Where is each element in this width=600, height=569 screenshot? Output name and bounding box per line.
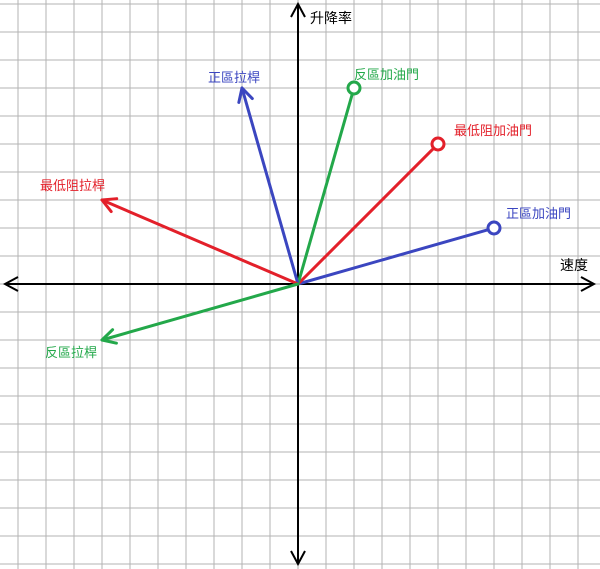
vector-line [296,92,354,286]
vector-arrowhead [237,86,254,104]
vector-label: 反區拉桿 [45,346,97,361]
vector-pos-throttle: 正區加油門 [296,207,571,286]
vector-label: 最低阻拉桿 [40,179,105,194]
vector-neg-throttle: 反區加油門 [296,68,419,286]
vector-end-circle [430,136,446,152]
vector-line [240,86,300,286]
vector-arrowhead [100,197,119,214]
vector-line [296,228,490,286]
vector-label: 反區加油門 [354,68,419,83]
vector-end-circle [346,80,362,96]
y-axis-label: 升降率 [310,10,352,27]
vector-end-circle [486,220,502,236]
vector-min-drag-throttle: 最低阻加油門 [296,124,532,286]
x-axis-right-arrowhead [580,276,597,292]
x-axis-left-arrowhead [2,276,19,292]
vector-line [100,282,300,342]
vector-label: 正區加油門 [506,207,571,222]
vector-line [296,146,436,286]
vector-line [100,198,300,286]
vector-pos-stick: 正區拉桿 [208,71,300,286]
vector-min-drag-stick: 最低阻拉桿 [40,179,300,286]
vector-label: 正區拉桿 [208,71,260,86]
y-axis-bottom-arrowhead [290,550,306,567]
vector-neg-stick: 反區拉桿 [45,282,300,361]
vector-arrowhead [100,328,118,345]
y-axis-top-arrowhead [290,1,306,18]
vector-label: 最低阻加油門 [454,124,532,139]
x-axis-label: 速度 [560,258,588,274]
